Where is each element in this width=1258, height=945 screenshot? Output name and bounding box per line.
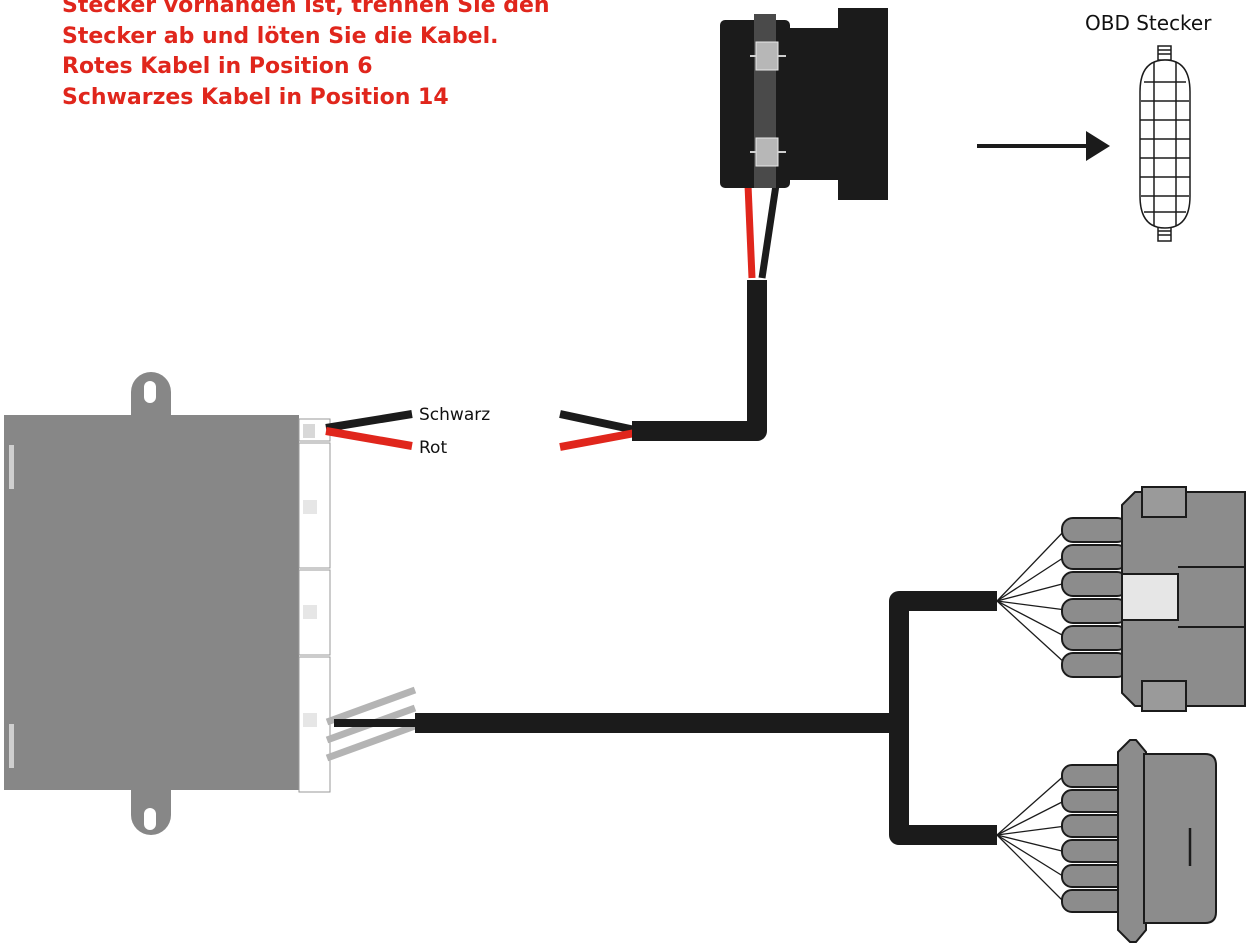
instruction-line-2: Stecker ab und löten Sie die Kabel.	[62, 23, 499, 49]
fanout-wires	[996, 528, 1067, 905]
instruction-line-1: Stecker vorhanden ist, trennen Sie den	[62, 0, 550, 18]
obd-cable	[559, 184, 780, 451]
module-wire-stubs	[325, 410, 413, 450]
instruction-line-3: Rotes Kabel in Position 6	[62, 54, 373, 79]
black-wire-label: Schwarz	[419, 405, 491, 425]
arrow-right-icon	[977, 131, 1110, 161]
obd-socket	[1139, 45, 1191, 242]
control-module	[4, 372, 331, 835]
vehicle-connector-upper	[1061, 486, 1246, 712]
red-wire-label: Rot	[419, 438, 448, 458]
main-harness	[325, 591, 997, 845]
obd-plug	[720, 8, 888, 200]
installation-instructions: Stecker vorhanden ist, trennen Sie den S…	[62, 0, 622, 113]
obd-connector-label: OBD Stecker	[1085, 11, 1212, 35]
vehicle-connector-lower	[1061, 739, 1217, 943]
instruction-line-4: Schwarzes Kabel in Position 14	[62, 84, 449, 110]
